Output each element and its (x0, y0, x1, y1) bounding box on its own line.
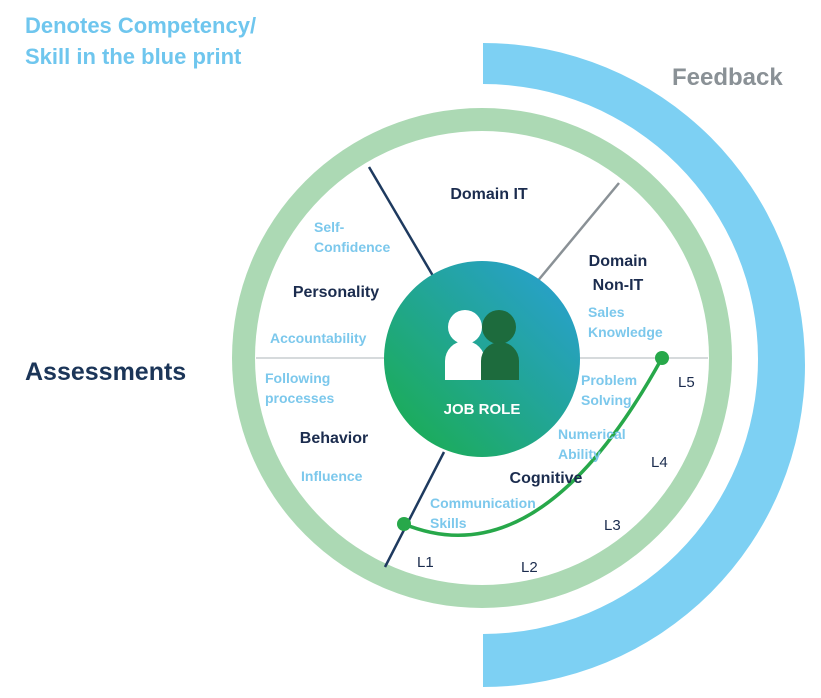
level-l5: L5 (678, 374, 695, 391)
skill-sales-knowledge-line2: Knowledge (588, 324, 663, 340)
skill-communication-line1: Communication (430, 495, 536, 511)
skill-problem-solving-line2: Solving (581, 392, 632, 408)
skill-numerical-ability-line1: Numerical (558, 426, 626, 442)
assessments-label: Assessments (25, 358, 186, 386)
two-people-icon (445, 310, 519, 380)
skill-self-confidence-line2: Confidence (314, 239, 390, 255)
job-role-label: JOB ROLE (444, 401, 521, 418)
skill-problem-solving-line1: Problem (581, 372, 637, 388)
category-personality: Personality (293, 284, 379, 301)
divider-behavior-cognitive (383, 451, 446, 568)
category-cognitive: Cognitive (510, 470, 583, 487)
level-l4: L4 (651, 454, 668, 471)
category-domain-it: Domain IT (450, 186, 528, 203)
feedback-label: Feedback (672, 64, 783, 91)
level-l2: L2 (521, 559, 538, 576)
category-domain-nonit-line1: Domain (589, 253, 648, 270)
level-end-dot (655, 351, 669, 365)
skill-self-confidence-line1: Self- (314, 219, 345, 235)
skill-accountability: Accountability (270, 330, 367, 346)
level-l3: L3 (604, 517, 621, 534)
divider-domain-nonit (535, 182, 620, 284)
skill-communication-line2: Skills (430, 515, 467, 531)
skill-numerical-ability-line2: Ability (558, 446, 601, 462)
level-arc (403, 357, 664, 538)
category-behavior: Behavior (300, 430, 368, 447)
feedback-arc (483, 43, 805, 687)
skill-sales-knowledge-line1: Sales (588, 304, 625, 320)
level-start-dot (397, 517, 411, 531)
skill-following-processes-line1: Following (265, 370, 330, 386)
legend-line-2: Skill in the blue print (25, 44, 242, 69)
divider-personality-domain (367, 166, 438, 282)
level-l1: L1 (417, 554, 434, 571)
legend-line-1: Denotes Competency/ (25, 13, 256, 38)
category-domain-nonit-line2: Non-IT (593, 277, 644, 294)
skill-following-processes-line2: processes (265, 390, 334, 406)
skill-influence: Influence (301, 468, 363, 484)
